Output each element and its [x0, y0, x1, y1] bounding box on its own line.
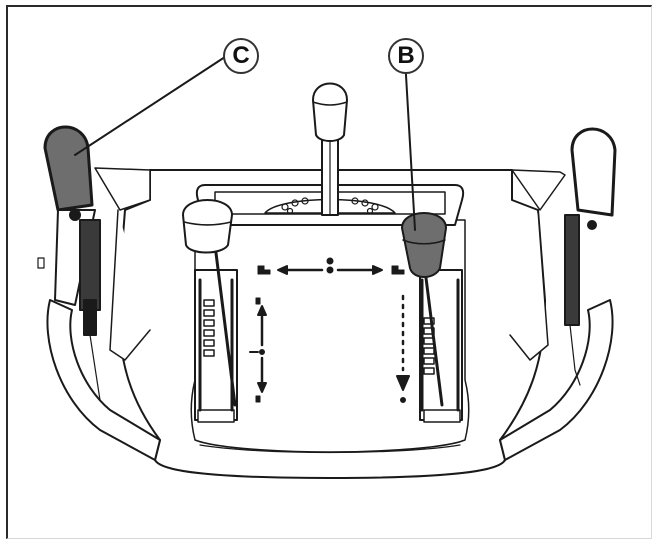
right-armrest	[499, 127, 617, 461]
center-gear-lever	[312, 82, 348, 216]
direction-arrows	[249, 257, 410, 403]
callout-b-label: B	[397, 42, 415, 69]
right-lever	[401, 212, 463, 423]
leader-line-c	[74, 54, 229, 156]
leader-line-b	[404, 57, 416, 231]
left-armrest	[37, 125, 161, 461]
callout-c-label: C	[232, 42, 250, 69]
callout-c: C	[223, 38, 259, 74]
left-lever	[182, 199, 238, 423]
callout-b: B	[388, 38, 424, 74]
